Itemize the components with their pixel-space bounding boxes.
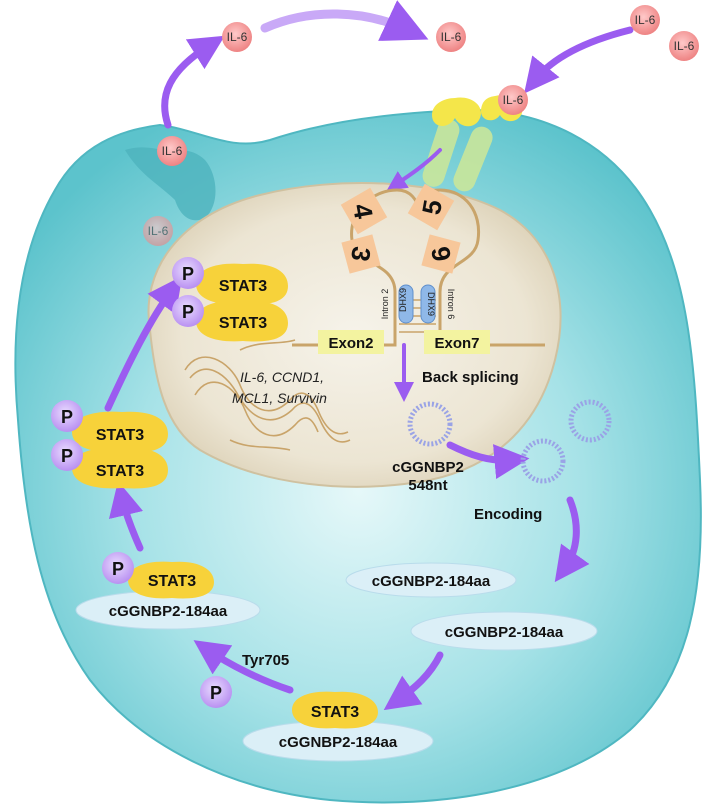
pstat3-dimer-cytoplasm: STAT3 STAT3 P P	[51, 400, 168, 489]
arrow-il6-binding	[524, 26, 634, 94]
svg-text:IL-6: IL-6	[635, 13, 656, 27]
circrna-exported	[568, 399, 612, 443]
exon-7: Exon7	[424, 330, 490, 354]
peptide-pill: cGGNBP2-184aa	[345, 562, 517, 598]
il6-molecule: IL-6	[157, 136, 187, 166]
circrna-exported	[520, 438, 566, 484]
svg-text:P: P	[210, 683, 222, 703]
arrow-dimerization	[108, 480, 144, 552]
svg-text:3: 3	[345, 244, 377, 263]
il6-molecule: IL-6	[630, 5, 660, 35]
back-splicing-label: Back splicing	[422, 369, 519, 386]
svg-text:IL-6: IL-6	[148, 224, 169, 238]
svg-text:STAT3: STAT3	[148, 573, 196, 590]
svg-text:STAT3: STAT3	[219, 278, 267, 295]
il6-molecule: IL-6	[669, 31, 699, 61]
svg-text:cGGNBP2-184aa: cGGNBP2-184aa	[372, 573, 491, 590]
svg-text:IL-6: IL-6	[227, 30, 248, 44]
phospho-group: P	[200, 676, 232, 708]
svg-text:cGGNBP2-184aa: cGGNBP2-184aa	[279, 734, 398, 751]
il6-molecule: IL-6	[222, 22, 252, 52]
exon-2: Exon2	[318, 330, 384, 354]
arrow-encoding	[554, 496, 590, 583]
svg-text:STAT3: STAT3	[96, 463, 144, 480]
arrow-circ-release	[446, 441, 530, 480]
svg-text:IL-6: IL-6	[162, 144, 183, 158]
pstat3-dimer-nucleus: STAT3 STAT3 P P	[172, 257, 288, 342]
exon-5: 5	[407, 183, 455, 231]
arrow-peptide-descend	[383, 651, 444, 711]
peptide-pill: cGGNBP2-184aa	[410, 611, 598, 651]
secretion-pocket	[125, 147, 216, 221]
svg-text:Exon2: Exon2	[328, 335, 373, 352]
arrow-il6-travel	[260, 0, 429, 41]
svg-text:IL-6: IL-6	[441, 30, 462, 44]
exon-3: 3	[341, 234, 381, 274]
arrow-nuclear-entry	[104, 275, 183, 412]
encoding-label: Encoding	[474, 506, 542, 523]
dhx9-left: DHX9	[398, 284, 414, 324]
svg-text:IL-6: IL-6	[503, 93, 524, 107]
il6-molecule: IL-6	[143, 216, 173, 246]
stat3-peptide-complex: cGGNBP2-184aa STAT3	[242, 691, 434, 762]
exon-6: 6	[421, 234, 461, 274]
svg-text:6: 6	[425, 244, 457, 263]
il6-molecule: IL-6	[436, 22, 466, 52]
svg-text:DHX9: DHX9	[426, 292, 436, 316]
svg-text:P: P	[182, 264, 194, 284]
intron-6-label: Intron 6	[446, 289, 456, 320]
dna-helix	[184, 339, 351, 451]
svg-text:IL-6: IL-6	[674, 39, 695, 53]
target-genes-line2: MCL1, Survivin	[232, 390, 327, 406]
intron-2-label: Intron 2	[380, 289, 390, 320]
svg-text:STAT3: STAT3	[219, 315, 267, 332]
svg-text:cGGNBP2-184aa: cGGNBP2-184aa	[109, 603, 228, 620]
circrna-length: 548nt	[408, 477, 447, 494]
svg-text:P: P	[61, 407, 73, 427]
svg-text:Exon7: Exon7	[434, 335, 479, 352]
svg-text:STAT3: STAT3	[96, 427, 144, 444]
arrow-secretion	[161, 35, 225, 129]
circrna-548nt	[407, 401, 453, 447]
svg-text:STAT3: STAT3	[311, 704, 359, 721]
svg-text:5: 5	[416, 197, 448, 216]
svg-text:P: P	[61, 446, 73, 466]
dhx9-right: DHX9	[420, 284, 436, 324]
circrna-name: cGGNBP2	[392, 459, 464, 476]
svg-text:4: 4	[347, 201, 379, 221]
tyr705-label: Tyr705	[242, 652, 289, 669]
target-genes-line1: IL-6, CCND1,	[240, 369, 324, 385]
svg-text:P: P	[182, 302, 194, 322]
svg-text:cGGNBP2-184aa: cGGNBP2-184aa	[445, 624, 564, 641]
arrow-tyr705	[193, 640, 294, 694]
exon-4: 4	[340, 187, 388, 235]
svg-text:DHX9: DHX9	[398, 288, 408, 312]
svg-text:P: P	[112, 559, 124, 579]
pstat3-peptide-complex: cGGNBP2-184aa STAT3 P	[75, 552, 261, 630]
arrow-signal-nucleus	[386, 148, 442, 191]
il6-molecule: IL-6	[498, 85, 528, 115]
